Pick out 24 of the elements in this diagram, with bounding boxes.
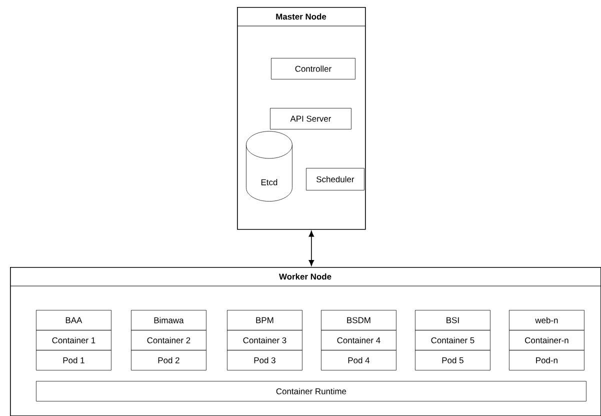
process-box: BAA — [36, 310, 112, 330]
process-box: Pod 4 — [321, 350, 396, 370]
process-box: Pod 3 — [227, 350, 302, 370]
process-box: Pod-n — [509, 350, 584, 370]
arrow — [308, 230, 314, 266]
process-box: Bimawa — [131, 310, 206, 330]
process-box: Container 3 — [227, 330, 302, 350]
process-box: Container Runtime — [36, 381, 586, 402]
process-box: Controller — [271, 58, 356, 80]
process-box: Container 5 — [415, 330, 490, 350]
process-box: Container 1 — [36, 330, 112, 350]
process-box: Pod 5 — [415, 350, 490, 370]
process-box: BSDM — [321, 310, 396, 330]
database-cylinder: Etcd — [246, 131, 292, 202]
process-box: web-n — [509, 310, 584, 330]
process-box: Container-n — [509, 330, 584, 350]
process-box: BSI — [415, 310, 490, 330]
process-box: Pod 1 — [36, 350, 112, 370]
process-box: API Server — [270, 108, 352, 130]
process-box: BPM — [227, 310, 302, 330]
process-box: Container 4 — [321, 330, 396, 350]
process-box: Scheduler — [306, 168, 364, 190]
process-box: Container 2 — [131, 330, 206, 350]
process-box: Pod 2 — [131, 350, 206, 370]
